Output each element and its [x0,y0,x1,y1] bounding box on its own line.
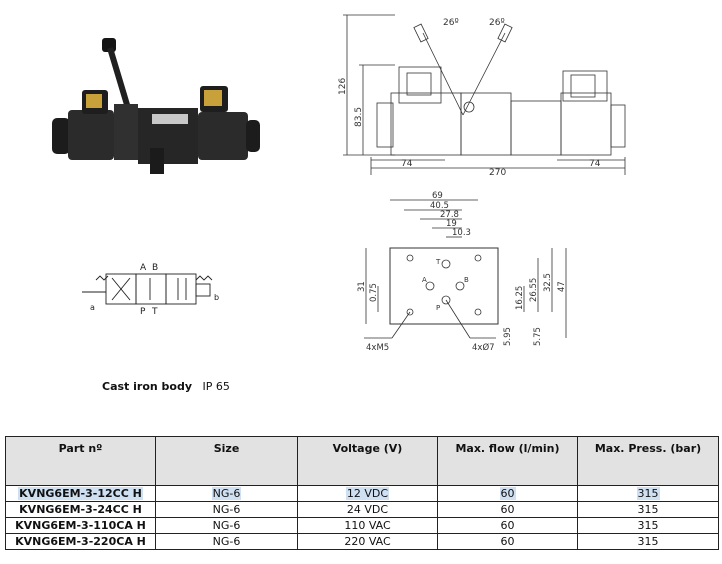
body-caption: Cast iron body IP 65 [102,380,230,393]
valve-photo [52,38,260,174]
plate-width-69: 69 [432,191,443,201]
voltage-cell: 24 VDC [297,501,438,518]
header-size: Size [155,436,298,486]
angle-right-label: 26º [489,18,505,28]
size-cell: NG-6 [155,517,298,534]
lever-handle [102,38,131,109]
angle-left-label: 26º [443,18,459,28]
pressure-cell: 315 [577,501,719,518]
voltage-cell: 220 VAC [297,533,438,550]
port-label-a: A [422,276,427,284]
flow-cell: 60 [499,487,516,500]
size-cell: NG-6 [155,533,298,550]
part-number-cell: KVNG6EM-3-24CC H [5,501,156,518]
pressure-cell: 315 [577,517,719,534]
header-max-flow: Max. flow (l/min) [437,436,578,486]
table-row: KVNG6EM-3-110CA H NG-6 110 VAC 60 315 [5,517,719,534]
plate-height-47: 47 [557,281,567,292]
dim-height-center: 83.5 [354,107,364,127]
spec-table: Part nº Size Voltage (V) Max. flow (l/mi… [5,436,719,550]
thread-label: 4xM5 [366,343,389,353]
plate-height-5-95: 5.95 [503,327,513,346]
size-cell: NG-6 [155,501,298,518]
hydraulic-symbol: A B P T a b [82,263,219,316]
port-label-p: P [436,304,440,312]
plate-width-27-8: 27.8 [440,210,459,220]
valve-body [114,104,198,174]
right-solenoid-coil [198,86,260,160]
dim-total-length: 270 [489,168,506,178]
schematic-label-b-port: B [152,263,158,273]
plate-height-5-75: 5.75 [533,327,543,346]
port-label-b: B [464,276,469,284]
plate-width-40-5: 40.5 [430,201,449,211]
plate-height-32-5: 32.5 [543,273,553,292]
part-number-cell: KVNG6EM-3-12CC H [18,487,143,500]
voltage-cell: 12 VDC [345,487,390,500]
body-material: Cast iron body [102,380,193,393]
header-voltage: Voltage (V) [297,436,438,486]
plate-width-10-3: 10.3 [452,228,471,238]
pressure-cell: 315 [577,533,719,550]
plate-width-19: 19 [446,219,457,229]
flow-cell: 60 [437,533,578,550]
table-row: KVNG6EM-3-24CC H NG-6 24 VDC 60 315 [5,501,719,518]
part-number-cell: KVNG6EM-3-220CA H [5,533,156,550]
header-part-no: Part nº [5,436,156,486]
mounting-plate-drawing: 69 40.5 27.8 19 10.3 T A B P 31 0.75 47 … [357,191,567,353]
table-row: KVNG6EM-3-220CA H NG-6 220 VAC 60 315 [5,533,719,550]
side-view-drawing: 126 83.5 26º 26º 74 270 74 [338,14,626,178]
port-label-t: T [435,258,441,266]
table-header-row: Part nº Size Voltage (V) Max. flow (l/mi… [5,436,719,486]
schematic-label-b-solenoid: b [214,293,219,302]
protection-rating: IP 65 [202,380,230,393]
voltage-cell: 110 VAC [297,517,438,534]
schematic-label-a-port: A [140,263,147,273]
plate-height-31: 31 [357,281,367,292]
schematic-label-t-port: T [151,307,158,316]
flow-cell: 60 [437,501,578,518]
plate-height-26-55: 26.55 [529,278,539,302]
part-number-cell: KVNG6EM-3-110CA H [5,517,156,534]
hole-label: 4xØ7 [472,342,495,353]
schematic-label-a-solenoid: a [90,303,95,312]
header-max-pressure: Max. Press. (bar) [577,436,719,486]
size-cell: NG-6 [211,487,242,500]
left-solenoid-coil [52,90,114,160]
pressure-cell: 315 [636,487,660,500]
dim-left-coil: 74 [401,159,413,169]
plate-height-16-25: 16.25 [515,286,525,310]
schematic-label-p-port: P [140,307,146,316]
plate-height-0-75: 0.75 [369,283,379,302]
dim-height-total: 126 [338,78,348,95]
table-row: KVNG6EM-3-12CC H NG-6 12 VDC 60 315 [5,485,719,502]
flow-cell: 60 [437,517,578,534]
dim-right-coil: 74 [589,159,601,169]
